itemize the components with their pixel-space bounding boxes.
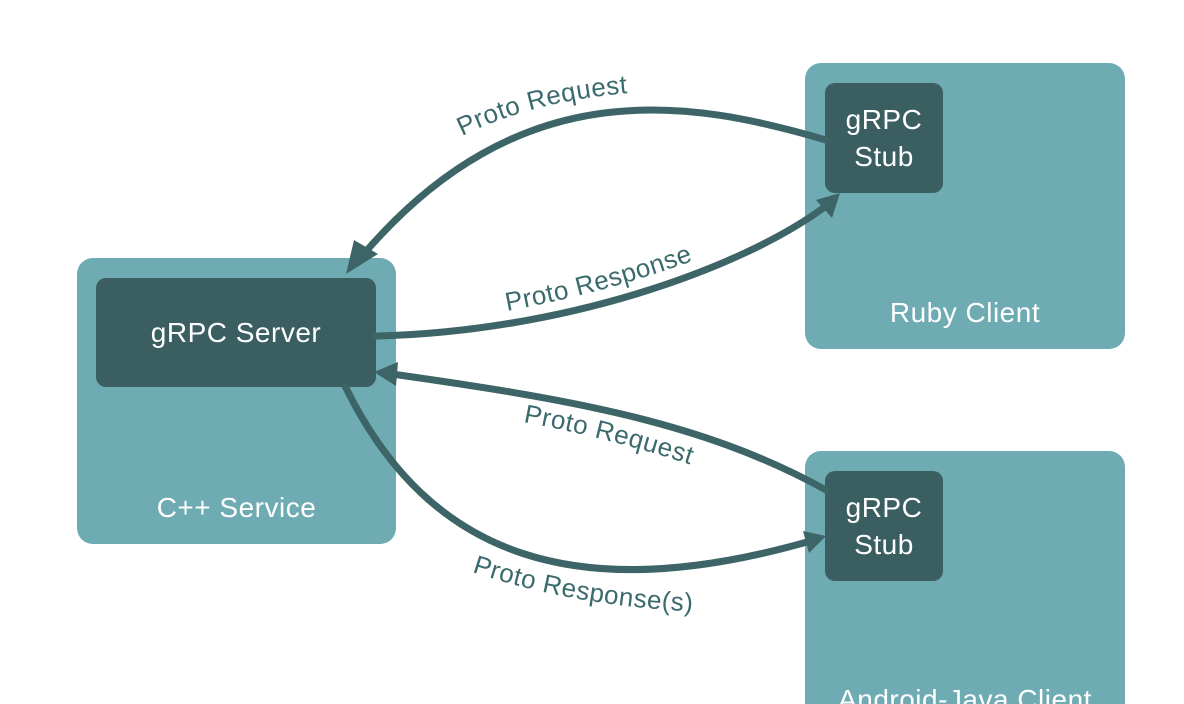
grpc-server-box: gRPC Server — [96, 278, 376, 387]
label-android-proto-responses: Proto Response(s) — [470, 549, 694, 617]
android-stub-line2: Stub — [854, 529, 914, 560]
android-stub-line1: gRPC — [845, 492, 923, 523]
grpc-server-label: gRPC Server — [150, 317, 322, 348]
android-grpc-stub-box: gRPC Stub — [825, 471, 943, 581]
cpp-service-label: C++ Service — [156, 492, 317, 523]
ruby-client-panel: gRPC Stub Ruby Client — [805, 63, 1125, 349]
arrowhead-ruby-response — [816, 193, 840, 218]
ruby-stub-line1: gRPC — [845, 104, 923, 135]
arrowhead-ruby-request — [346, 240, 378, 274]
arrow-android-request — [388, 370, 830, 494]
android-java-client-panel: gRPC Stub Android-Java Client — [805, 451, 1125, 704]
arrow-ruby-request — [358, 106, 830, 260]
arrow-ruby-response — [372, 202, 830, 340]
ruby-grpc-stub-box: gRPC Stub — [825, 83, 943, 193]
cpp-service-panel: gRPC Server C++ Service — [77, 258, 396, 544]
android-java-client-label: Android-Java Client — [838, 684, 1092, 704]
arrow-android-response — [341, 382, 818, 574]
ruby-stub-line2: Stub — [854, 141, 914, 172]
arrowhead-android-response — [803, 531, 826, 553]
ruby-client-label: Ruby Client — [889, 297, 1041, 328]
arrowhead-android-request — [374, 362, 398, 386]
